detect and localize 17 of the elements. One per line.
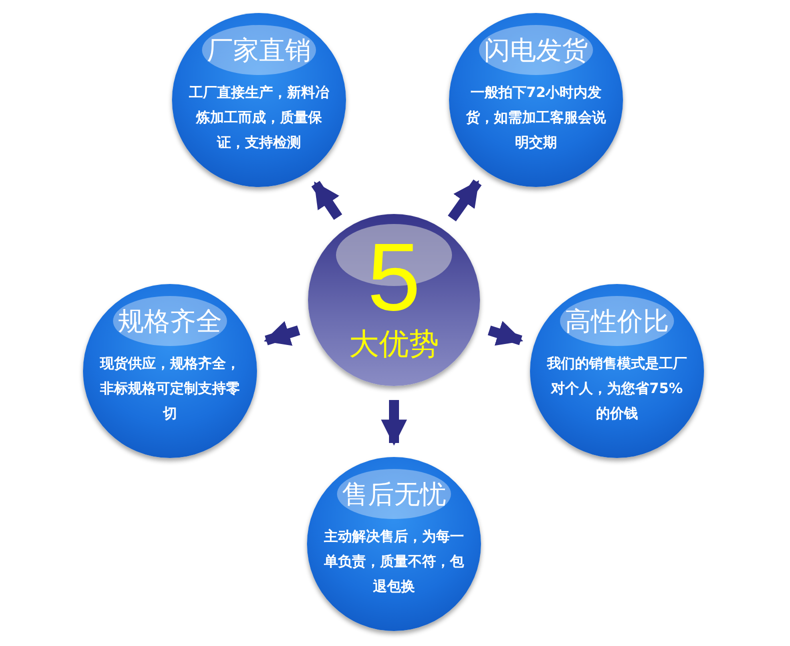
number-five: 5 <box>367 228 421 328</box>
feature-description: 一般拍下72小时内发货，如需加工客服会说明交期 <box>465 84 607 153</box>
feature-title: 规格齐全 <box>117 306 223 339</box>
feature-title: 厂家直销 <box>206 35 312 68</box>
feature-title: 高性价比 <box>564 306 670 339</box>
feature-title: 闪电发货 <box>483 35 589 68</box>
feature-title: 售后无忧 <box>341 479 447 512</box>
center-title: 大优势 <box>348 326 440 364</box>
feature-description: 工厂直接生产，新料冶炼加工而成，质量保证，支持检测 <box>188 84 330 153</box>
feature-description: 主动解决售后，为每一单负责，质量不符，包退包换 <box>323 528 465 597</box>
arrow <box>311 180 342 220</box>
feature-description: 现货供应，规格齐全，非标规格可定制支持零切 <box>98 354 241 424</box>
arrow <box>488 320 524 346</box>
arrow <box>448 179 482 222</box>
arrow <box>381 400 407 446</box>
feature-description: 我们的销售模式是工厂对个人，为您省75%的价钱 <box>546 355 688 424</box>
arrow <box>264 321 300 346</box>
